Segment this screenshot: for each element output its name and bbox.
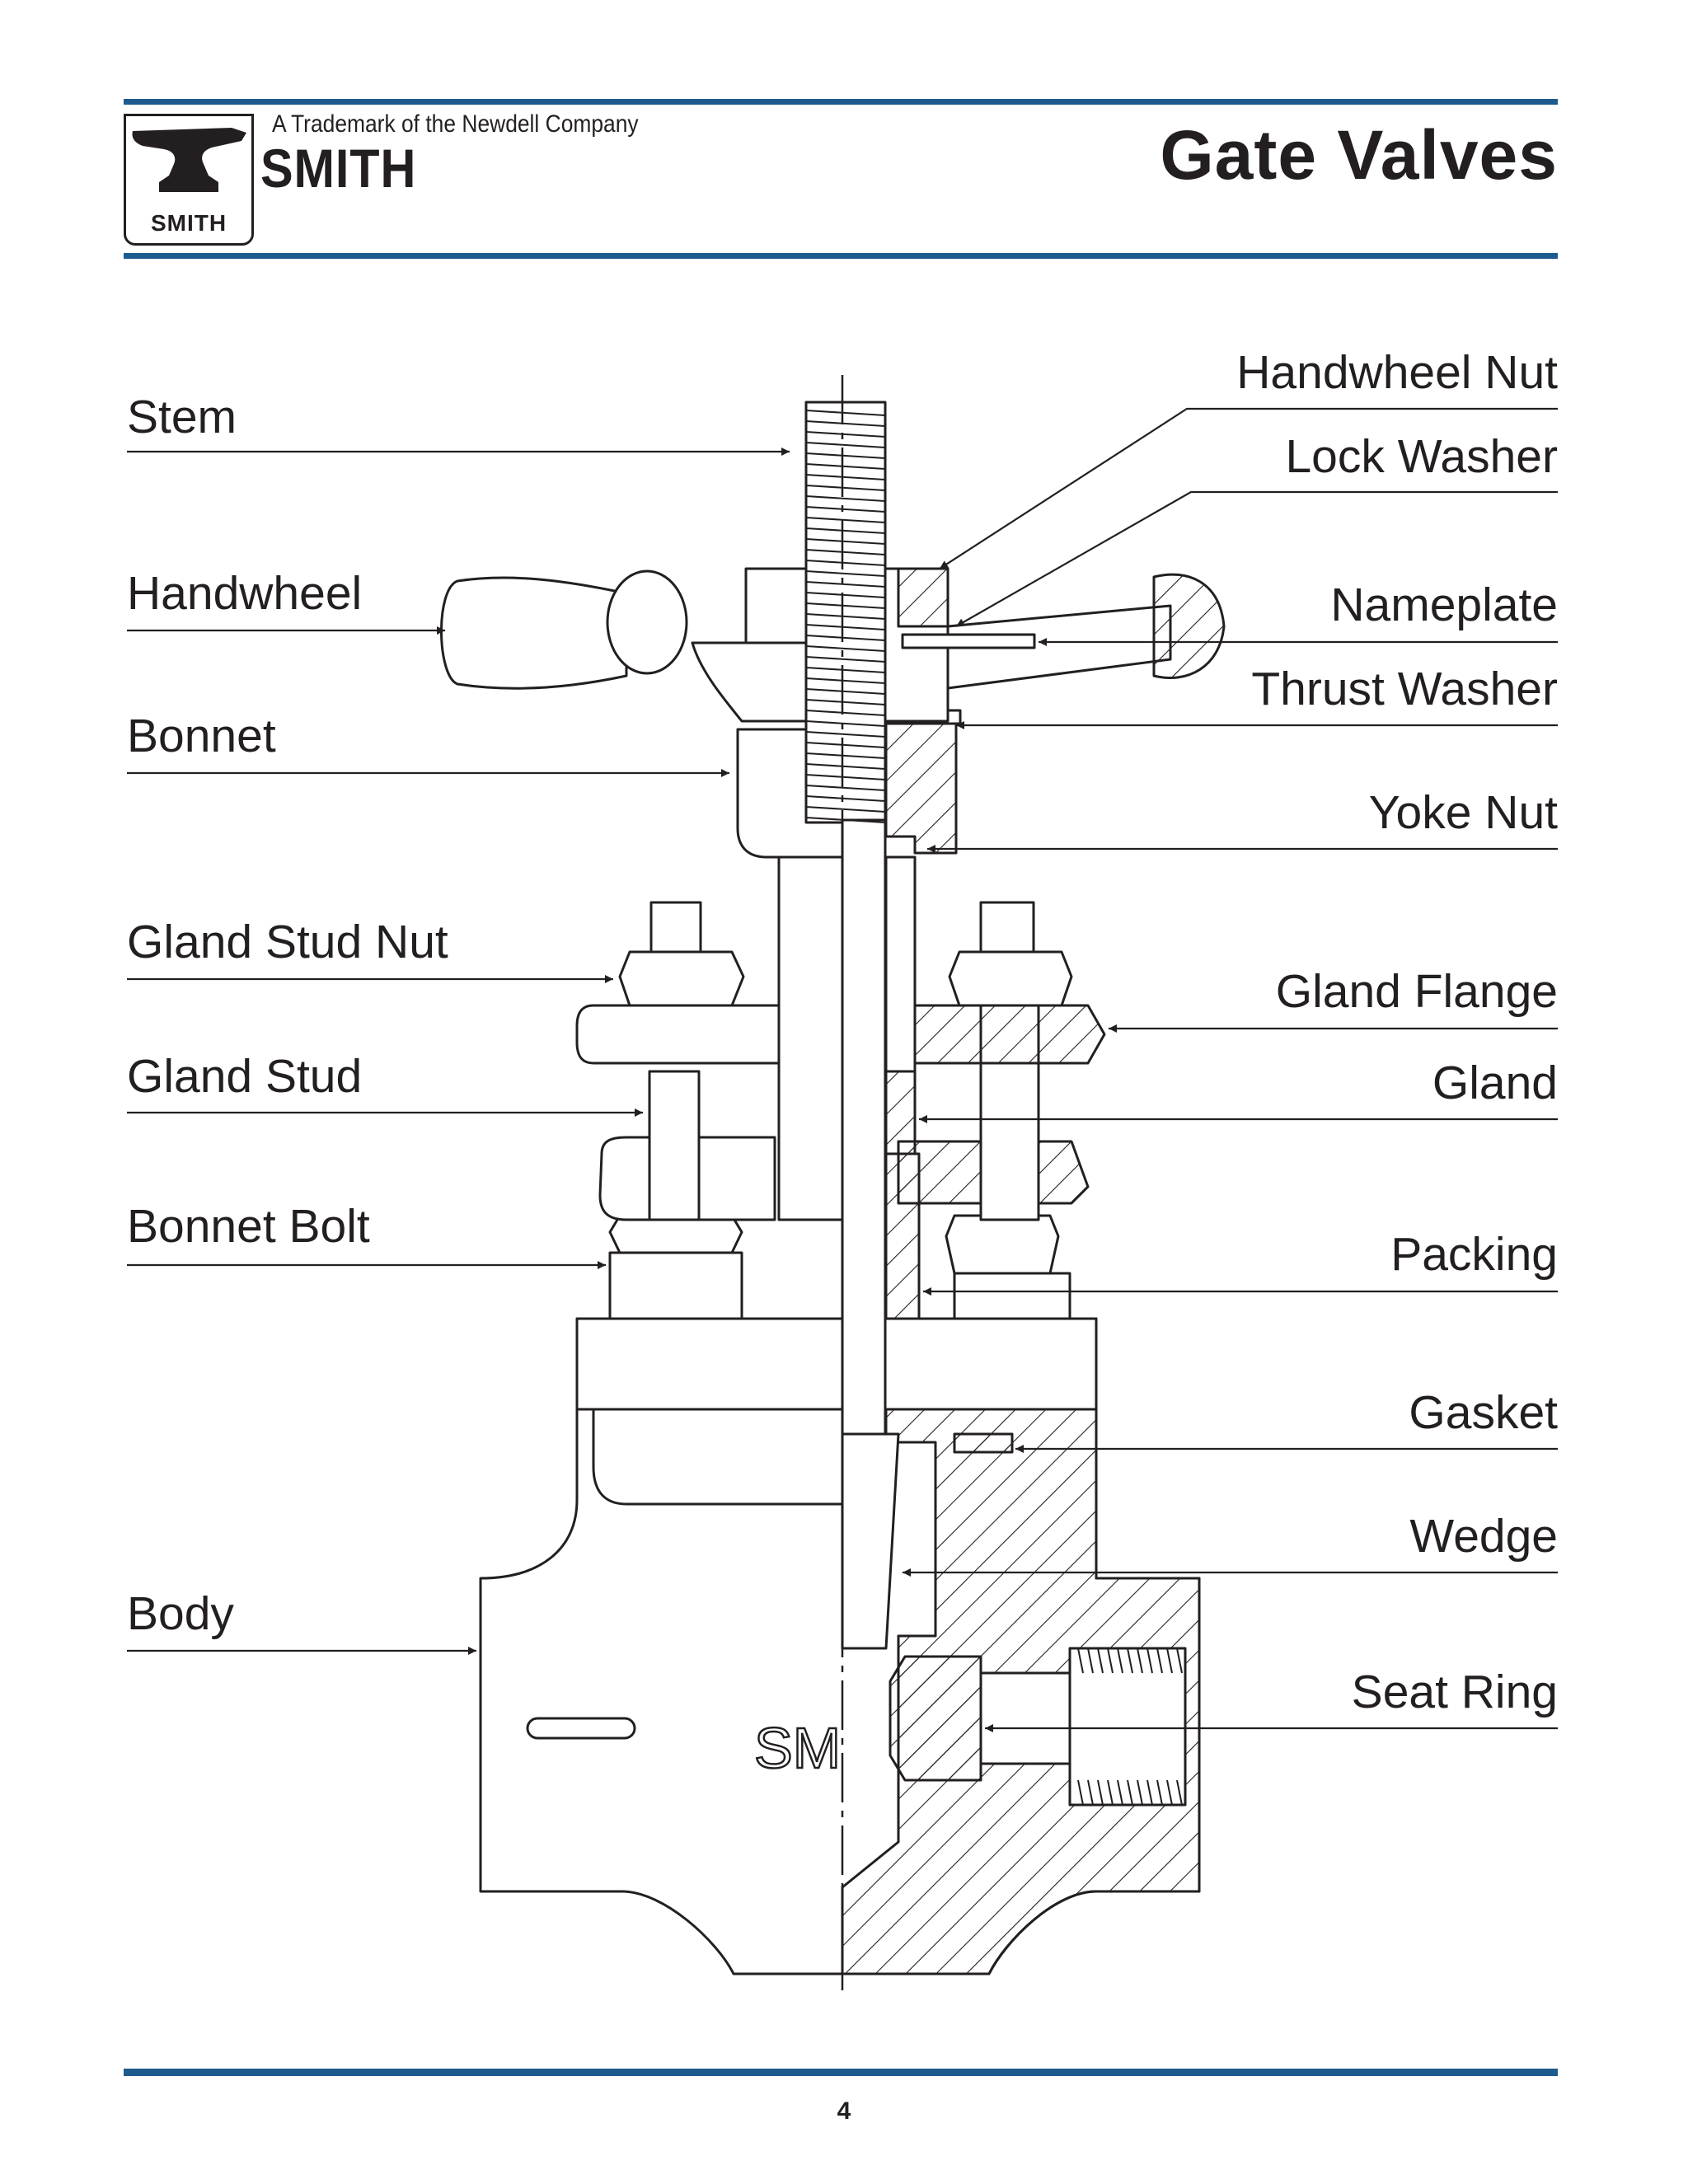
yoke-nut <box>884 715 958 855</box>
bonnet-flange <box>575 1317 1098 1411</box>
label-thrust-washer: Thrust Washer <box>1251 663 1558 715</box>
handwheel-nut <box>897 567 950 628</box>
brand-name: SMITH <box>260 138 417 199</box>
bonnet-bolt-right-shank <box>953 1272 1071 1320</box>
seat-ring <box>889 1655 982 1782</box>
body-section-hatch <box>841 1317 1201 1975</box>
gland-stud-nut-left <box>618 950 745 1007</box>
gland-stud-nut-right <box>948 950 1073 1007</box>
label-handwheel-nut: Handwheel Nut <box>1236 346 1558 399</box>
header-top-rule <box>124 99 1558 105</box>
page-number: 4 <box>837 2097 851 2125</box>
body-slot <box>526 1717 636 1740</box>
label-packing: Packing <box>1390 1228 1558 1281</box>
page-title: Gate Valves <box>1160 116 1558 194</box>
leader-handwheel-nut <box>939 407 1558 569</box>
handwheel-rim-left <box>440 576 628 690</box>
label-gland-flange: Gland Flange <box>1275 965 1558 1018</box>
leader-lock-washer <box>955 490 1558 627</box>
trademark-text: A Trademark of the Newdell Company <box>272 110 639 138</box>
bonnet-bolt-left-head <box>608 1251 743 1320</box>
label-yoke-nut: Yoke Nut <box>1368 786 1558 839</box>
handwheel-rim-right <box>1152 573 1226 679</box>
packing <box>884 1152 921 1320</box>
label-bonnet: Bonnet <box>127 710 276 762</box>
outlet-thread-ridges <box>1077 1647 1183 1806</box>
label-body: Body <box>127 1587 234 1640</box>
label-seat-ring: Seat Ring <box>1351 1666 1558 1718</box>
gland-stud-right-top <box>979 901 1035 954</box>
bonnet-bolt-right-nut <box>945 1214 1060 1275</box>
stem-thread-ridges <box>805 410 886 823</box>
bonnet-lower-left <box>592 1408 844 1506</box>
header-bottom-rule <box>124 253 1558 259</box>
anvil-icon <box>132 128 246 192</box>
seat-bore <box>979 1671 1071 1765</box>
label-lock-washer: Lock Washer <box>1285 430 1558 483</box>
label-gasket: Gasket <box>1409 1386 1558 1439</box>
smith-logo: SMITH <box>124 114 254 246</box>
footer-rule <box>124 2069 1558 2076</box>
gasket <box>953 1432 1014 1454</box>
body-stamp: SM <box>754 1716 841 1780</box>
gland-stud-left-top <box>649 901 702 954</box>
logo-word: SMITH <box>150 210 227 236</box>
label-gland-stud: Gland Stud <box>127 1050 363 1103</box>
gland <box>884 1070 917 1155</box>
label-gland: Gland <box>1432 1057 1558 1109</box>
label-wedge: Wedge <box>1409 1510 1558 1563</box>
label-nameplate: Nameplate <box>1330 579 1558 631</box>
bonnet-bolt-left-nut <box>608 1214 743 1254</box>
nameplate <box>901 633 1036 649</box>
label-handwheel: Handwheel <box>127 567 363 620</box>
gland-flange-right <box>893 1004 1106 1065</box>
label-gland-stud-nut: Gland Stud Nut <box>127 916 448 968</box>
label-bonnet-bolt: Bonnet Bolt <box>127 1200 370 1253</box>
gland-stud-left <box>648 1070 701 1221</box>
yoke-column-left <box>777 855 844 1221</box>
yoke-column-right <box>884 855 917 1073</box>
stem-shaft <box>841 818 887 1436</box>
handwheel-grip-left <box>606 569 688 675</box>
label-stem: Stem <box>127 391 237 443</box>
